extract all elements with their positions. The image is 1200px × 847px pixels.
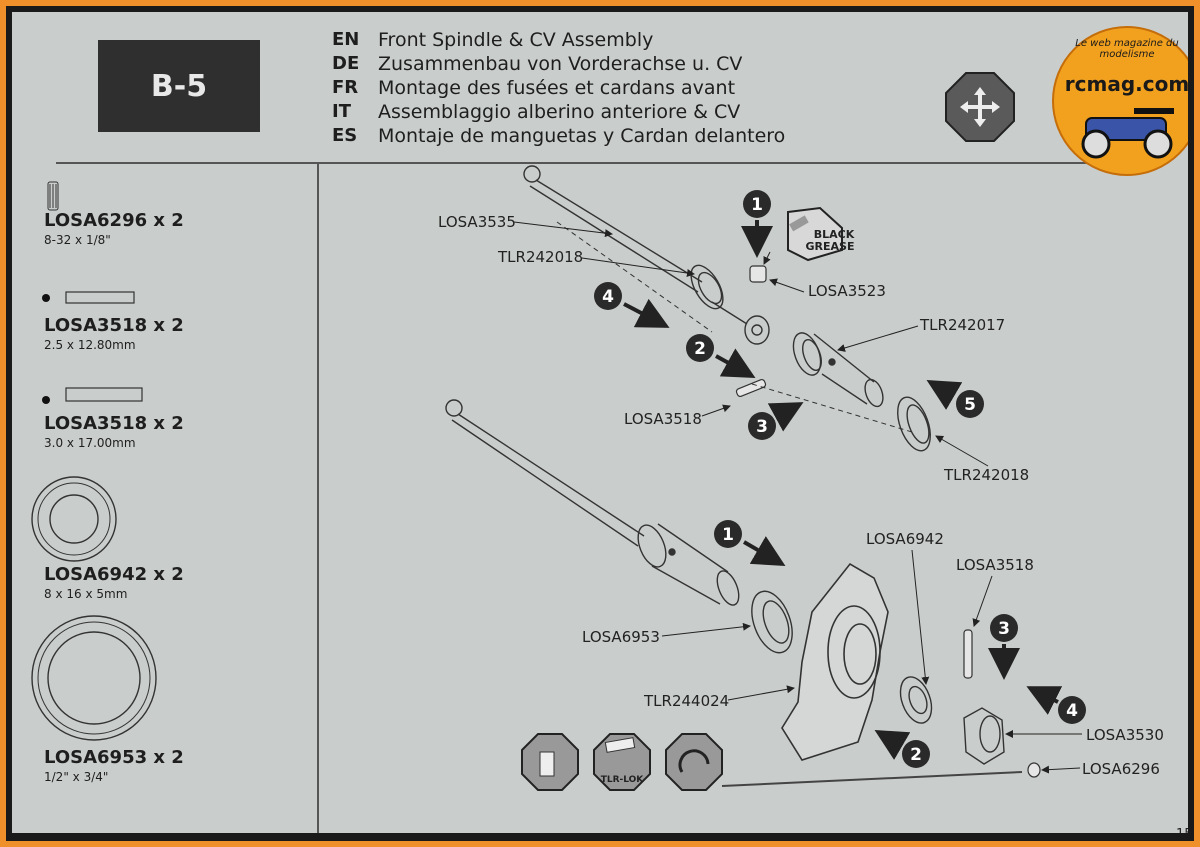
part-losa6953: LOSA6953 x 2 1/2" x 3/4" [44, 747, 184, 784]
column-divider [317, 162, 319, 833]
threadlock-label: TLR-LOK [601, 775, 645, 785]
part-number: LOSA3518 x 2 [44, 315, 184, 336]
lang-code: DE [332, 53, 360, 74]
lang-code: EN [332, 29, 360, 50]
assembly-axis [556, 221, 713, 333]
callout-label: TLR242017 [919, 316, 1005, 334]
svg-text:2: 2 [694, 339, 706, 359]
pin-icon-short [42, 291, 135, 304]
callout-label: LOSA3523 [808, 282, 886, 300]
bearing-large-icon [31, 615, 157, 741]
step-marker-bottom-3: 3 [988, 614, 1020, 680]
pin-losa3518-bottom [963, 629, 973, 679]
part-size: 3.0 x 17.00mm [44, 436, 136, 450]
svg-text:3: 3 [756, 417, 768, 437]
part-losa6296: LOSA6296 x 2 8-32 x 1/8" [44, 210, 184, 247]
manual-page: B-5 EN Front Spindle & CV Assembly DE Zusa… [12, 12, 1188, 833]
page-number: 15 [1176, 827, 1188, 833]
header-divider [56, 162, 1131, 164]
callout-label: TLR242018 [943, 466, 1029, 484]
callout-label: TLR242018 [497, 248, 583, 266]
callout-label: LOSA3535 [438, 213, 516, 231]
part-losa3518-short: LOSA3518 x 2 2.5 x 12.80mm [44, 315, 184, 352]
part-number: LOSA3518 x 2 [44, 413, 184, 434]
lang-title: Montage des fusées et cardans avant [378, 77, 736, 99]
lang-title: Zusammenbau von Vorderachse u. CV [378, 53, 743, 75]
title-row-it: IT Assemblaggio alberino anteriore & CV [332, 100, 785, 124]
rcmag-watermark: Le web magazine du modelisme rcmag.com [1052, 26, 1188, 176]
callout-label: LOSA6296 [1082, 760, 1160, 778]
callout-label: LOSA3518 [624, 410, 702, 428]
part-size: 8-32 x 1/8" [44, 233, 111, 247]
svg-text:1: 1 [751, 195, 763, 215]
language-titles: EN Front Spindle & CV Assembly DE Zusammen… [332, 28, 785, 148]
threadlock-instructions: TLR-LOK [521, 733, 1023, 791]
watermark-tagline: Le web magazine du modelisme [1075, 38, 1179, 60]
lang-title: Front Spindle & CV Assembly [378, 29, 654, 51]
step-marker-bottom-1: 1 [714, 520, 786, 567]
lang-code: FR [332, 77, 359, 98]
grease-tag-icon: BLACK GREASE [787, 206, 855, 262]
callout-label: TLR244024 [643, 692, 729, 710]
part-number: LOSA6296 x 2 [44, 210, 184, 231]
title-row-es: ES Montaje de manguetas y Cardan delanter… [332, 124, 785, 148]
title-row-en: EN Front Spindle & CV Assembly [332, 28, 785, 52]
part-size: 2.5 x 12.80mm [44, 338, 136, 352]
callout-label: LOSA6953 [582, 628, 660, 646]
exploded-diagram: BLACK GREASE LOSA3535 [438, 72, 1164, 791]
step-marker-top-1: 1 [741, 190, 773, 258]
grease-label-1: BLACK [814, 228, 855, 241]
cv-driveshaft-bottom [445, 399, 740, 606]
step-marker-bottom-2: 2 [874, 729, 930, 768]
lang-title: Assemblaggio alberino anteriore & CV [378, 101, 741, 123]
part-size: 1/2" x 3/4" [44, 770, 109, 784]
step-marker-top-4: 4 [594, 282, 670, 328]
lang-title: Montaje de manguetas y Cardan delantero [378, 125, 786, 147]
cv-pin-losa3523 [749, 265, 767, 283]
part-number: LOSA6942 x 2 [44, 564, 184, 585]
assembly-axis [751, 383, 913, 433]
part-number: LOSA6953 x 2 [44, 747, 184, 768]
parts-icons [31, 181, 157, 741]
setscrew-losa6296 [1027, 762, 1041, 778]
svg-text:4: 4 [1066, 701, 1078, 721]
bearing-losa6953 [751, 590, 793, 654]
lang-code: IT [332, 101, 351, 122]
spindle-tlr244024 [781, 562, 889, 761]
part-size: 8 x 16 x 5mm [44, 587, 128, 601]
svg-text:1: 1 [722, 525, 734, 545]
washer-tlr242018 [897, 396, 931, 452]
title-row-fr: FR Montage des fusées et cardans avant [332, 76, 785, 100]
grease-label-2: GREASE [806, 240, 855, 253]
cv-axle-tlr242017 [792, 332, 884, 408]
svg-text:3: 3 [998, 619, 1010, 639]
callout-label: LOSA6942 [866, 530, 944, 548]
svg-text:5: 5 [964, 395, 976, 415]
bearing-losa6942 [899, 676, 933, 724]
pin-icon-long [42, 387, 143, 404]
bearing-small-icon [31, 476, 117, 562]
title-row-de: DE Zusammenbau von Vorderachse u. CV [332, 52, 785, 76]
part-losa3518-long: LOSA3518 x 2 3.0 x 17.00mm [44, 413, 184, 450]
svg-text:4: 4 [602, 287, 614, 307]
lang-code: ES [332, 125, 358, 146]
step-marker-top-3: 3 [748, 402, 804, 440]
step-marker-bottom-4: 4 [1026, 686, 1086, 724]
step-marker-top-2: 2 [686, 334, 756, 378]
cv-dogbone-top [523, 165, 770, 345]
callout-label: LOSA3530 [1086, 726, 1164, 744]
hex-hub-losa3530 [963, 707, 1005, 765]
step-marker-top-5: 5 [926, 379, 984, 418]
callout-label: LOSA3518 [956, 556, 1034, 574]
part-losa6942: LOSA6942 x 2 8 x 16 x 5mm [44, 564, 184, 601]
rc-car-icon [1081, 108, 1174, 159]
pin-losa3518-top [735, 378, 767, 398]
screw-icon [47, 181, 59, 211]
svg-text:2: 2 [910, 745, 922, 765]
step-badge: B-5 [98, 40, 260, 132]
watermark-brand: rcmag.com [1064, 72, 1188, 96]
move-tool-icon [945, 72, 1015, 142]
